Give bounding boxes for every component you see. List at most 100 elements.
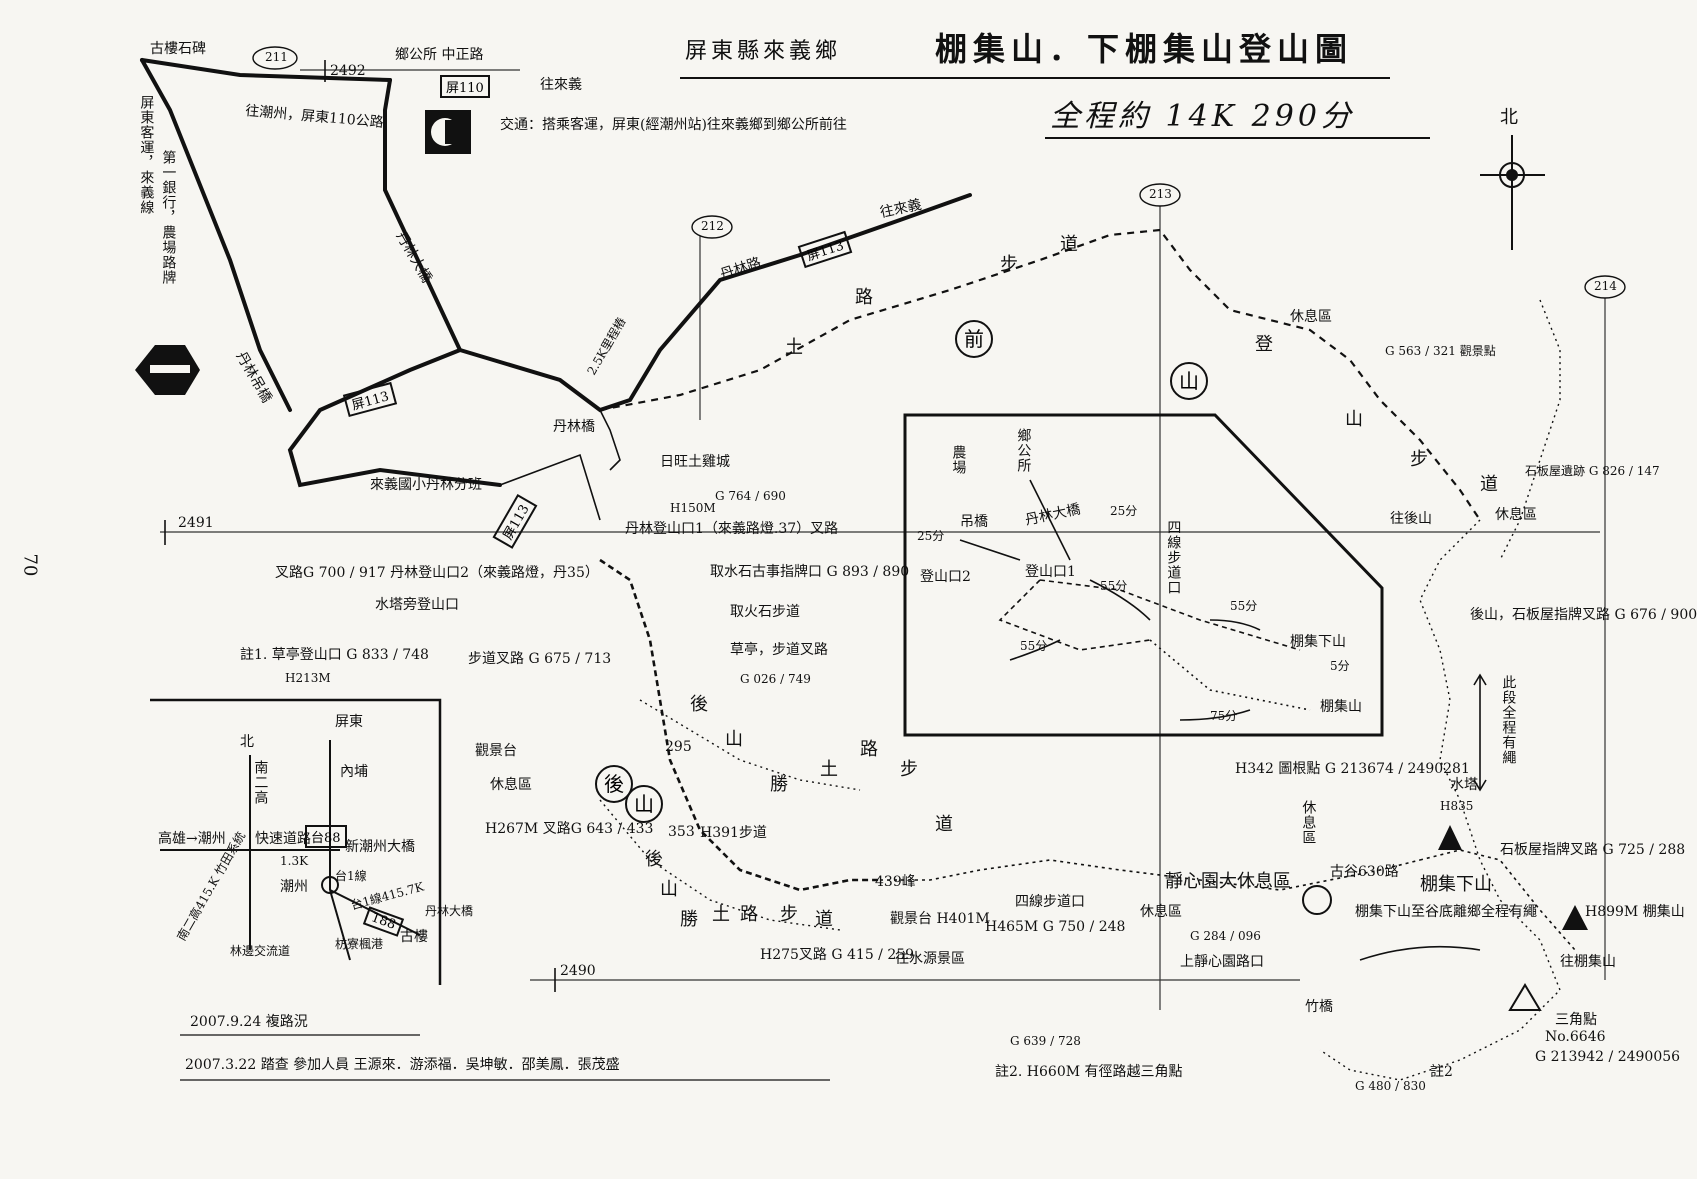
inset-route-188 <box>329 889 421 936</box>
deng-char-1: 登 <box>1255 334 1273 355</box>
jingxin-circle <box>1302 885 1332 915</box>
gate-icon <box>135 345 200 395</box>
grid-label-214: 214 <box>1594 279 1617 293</box>
front-trail-char-3: 步 <box>1000 254 1018 275</box>
note1-label: 註1. 草亭登山口 G 833 / 748 <box>240 647 429 663</box>
inset-route-c <box>998 579 1151 651</box>
houshan-char-5: 路 <box>860 739 878 760</box>
laiyi-bus-line-label: 屏東客運，來義線 <box>138 95 155 215</box>
east-loop-trail <box>1319 519 1561 1081</box>
water-tank-trailhead: 水塔旁登山口 <box>375 597 459 613</box>
stone-fork-label: 石板屋指牌叉路 G 725 / 288 <box>1500 842 1686 858</box>
township-office-label: 鄉公所 中正路 <box>395 47 484 63</box>
inset-arrow-75 <box>1179 709 1251 721</box>
inset-route-d <box>1039 579 1301 651</box>
trail-fork-label: 步道叉路 G 675 / 713 <box>468 651 612 667</box>
loc-route88-badge: 台88 <box>305 825 347 848</box>
xia-peak-label: 棚集下山 <box>1420 874 1492 895</box>
trailhead2-label: 叉路G 700 / 917 丹林登山口2（來義路燈，丹35） <box>275 565 599 581</box>
page-number: 70 <box>19 553 41 577</box>
grid-box-214 <box>1584 275 1626 299</box>
h835-label: H835 <box>1440 799 1474 813</box>
inset-chaozhou-circle <box>321 876 339 894</box>
houshan-lower-trail <box>599 799 841 931</box>
grid-label-2491: 2491 <box>178 515 214 531</box>
loc-pingdong: 屏東 <box>335 714 363 730</box>
rest-area-right2: 休息區 <box>1300 800 1317 845</box>
trailhead1-label: 丹林登山口1（來義路燈.37）叉路 <box>625 521 839 537</box>
grid-label-2492: 2492 <box>330 63 366 79</box>
grid-box-212 <box>691 215 733 239</box>
trailhead1-grid: G 764 / 690 <box>715 489 786 503</box>
g480-label: G 480 / 830 <box>1355 1079 1426 1093</box>
deng-char-2: 山 <box>1345 409 1363 430</box>
houshan-lower-char-5: 路 <box>740 904 758 925</box>
back-mountain-main-trail <box>599 558 880 892</box>
pavilion-fork-grid: G 026 / 749 <box>740 672 811 686</box>
back-mountain-circle: 後 <box>595 765 633 803</box>
loc-new-bridge: 新潮州大橋 <box>345 839 415 855</box>
note2-label: 註2. H660M 有徑路越三角點 <box>995 1064 1183 1080</box>
stone-sign-label: 取水石古事指牌口 G 893 / 890 <box>710 564 910 580</box>
note2-grid: G 639 / 728 <box>1010 1034 1081 1048</box>
inset-time-55c: 55分 <box>1230 599 1258 613</box>
inset-time-25a: 25分 <box>1110 504 1138 518</box>
houshan-lower-char-7: 道 <box>815 909 833 930</box>
front-trail-char-1: 土 <box>785 337 803 358</box>
grid-label-212: 212 <box>701 219 724 233</box>
danlin-road <box>458 193 972 413</box>
gu-630-label: 古谷630路 <box>1330 864 1399 880</box>
triangle-grid: G 213942 / 2490056 <box>1535 1049 1681 1065</box>
inset-arrow-55c <box>1209 619 1261 631</box>
full-rope-note: 棚集下山至谷底離鄉全程有繩 <box>1355 904 1537 920</box>
h267-label: H267M 叉路G 643 / 433 <box>485 821 654 837</box>
inset-siyuan: 四線步道口 <box>1165 520 1182 595</box>
rest-area-right: 休息區 <box>1495 507 1537 523</box>
inset-farm: 農場 <box>950 445 967 475</box>
laiyi-line-road <box>140 58 292 412</box>
jingxin-grid: G 284 / 096 <box>1190 929 1261 943</box>
loc-interchange: 林邊交流道 <box>230 944 291 958</box>
houshan-char-2: 山 <box>725 729 743 750</box>
houshan-lower-char-2: 山 <box>660 879 678 900</box>
bamboo-bridge-label: 竹橋 <box>1305 999 1333 1015</box>
inset-peak: 棚集山 <box>1320 699 1362 715</box>
loc-fangliao: 枋寮楓港 <box>335 937 384 951</box>
location-inset-border <box>150 698 442 985</box>
route-110-badge: 屏110 <box>440 75 490 98</box>
h465-label: H465M G 750 / 248 <box>985 919 1126 935</box>
houshan-char-4: 土 <box>820 759 838 780</box>
to-laiyi-label-1: 往來義 <box>540 77 582 93</box>
loc-km13: 1.3K <box>280 854 309 868</box>
danlin-bridge-small: 丹林橋 <box>553 419 595 435</box>
triangle-point-icon <box>1508 983 1542 1011</box>
inset-suspension: 吊橋 <box>960 514 988 530</box>
map-title: 棚集山．下棚集山登山圖 <box>935 30 1354 68</box>
inset-township: 鄉公所 <box>1015 428 1032 473</box>
rest-area-mid: 休息區 <box>1140 904 1182 920</box>
inset-time-55b: 55分 <box>1020 639 1048 653</box>
houshan-lower-char-4: 土 <box>712 904 730 925</box>
inset-xia: 棚集下山 <box>1290 634 1346 650</box>
to-shuimen-label: 往水源景區 <box>895 951 965 967</box>
triangle-number: No.6646 <box>1545 1029 1606 1045</box>
route-113-road <box>287 78 502 488</box>
inset-trailhead1: 登山口1 <box>1025 564 1076 580</box>
jingxin-road-label: 上靜心園路口 <box>1180 954 1264 970</box>
inset-arrow-55a <box>1089 579 1151 621</box>
siyuan-trail-label: 四線步道口 <box>1015 894 1085 910</box>
farm-road <box>599 409 621 471</box>
grid-label-2490: 2490 <box>560 963 596 979</box>
north-label: 北 <box>1500 107 1518 128</box>
grid-label-213: 213 <box>1149 187 1172 201</box>
inset-route-a <box>959 539 1021 561</box>
peak-icon <box>1562 905 1588 930</box>
houshan-char-7: 道 <box>935 814 953 835</box>
gulou-stone-label: 古樓石碑 <box>150 41 206 57</box>
loc-kaohsiung: 高雄→潮州 <box>158 831 226 847</box>
viewpoint-label: 觀景台 <box>475 743 517 759</box>
access-road <box>499 453 601 521</box>
loc-route-1: 台1線 <box>335 869 367 883</box>
note1-height: H213M <box>285 671 331 685</box>
